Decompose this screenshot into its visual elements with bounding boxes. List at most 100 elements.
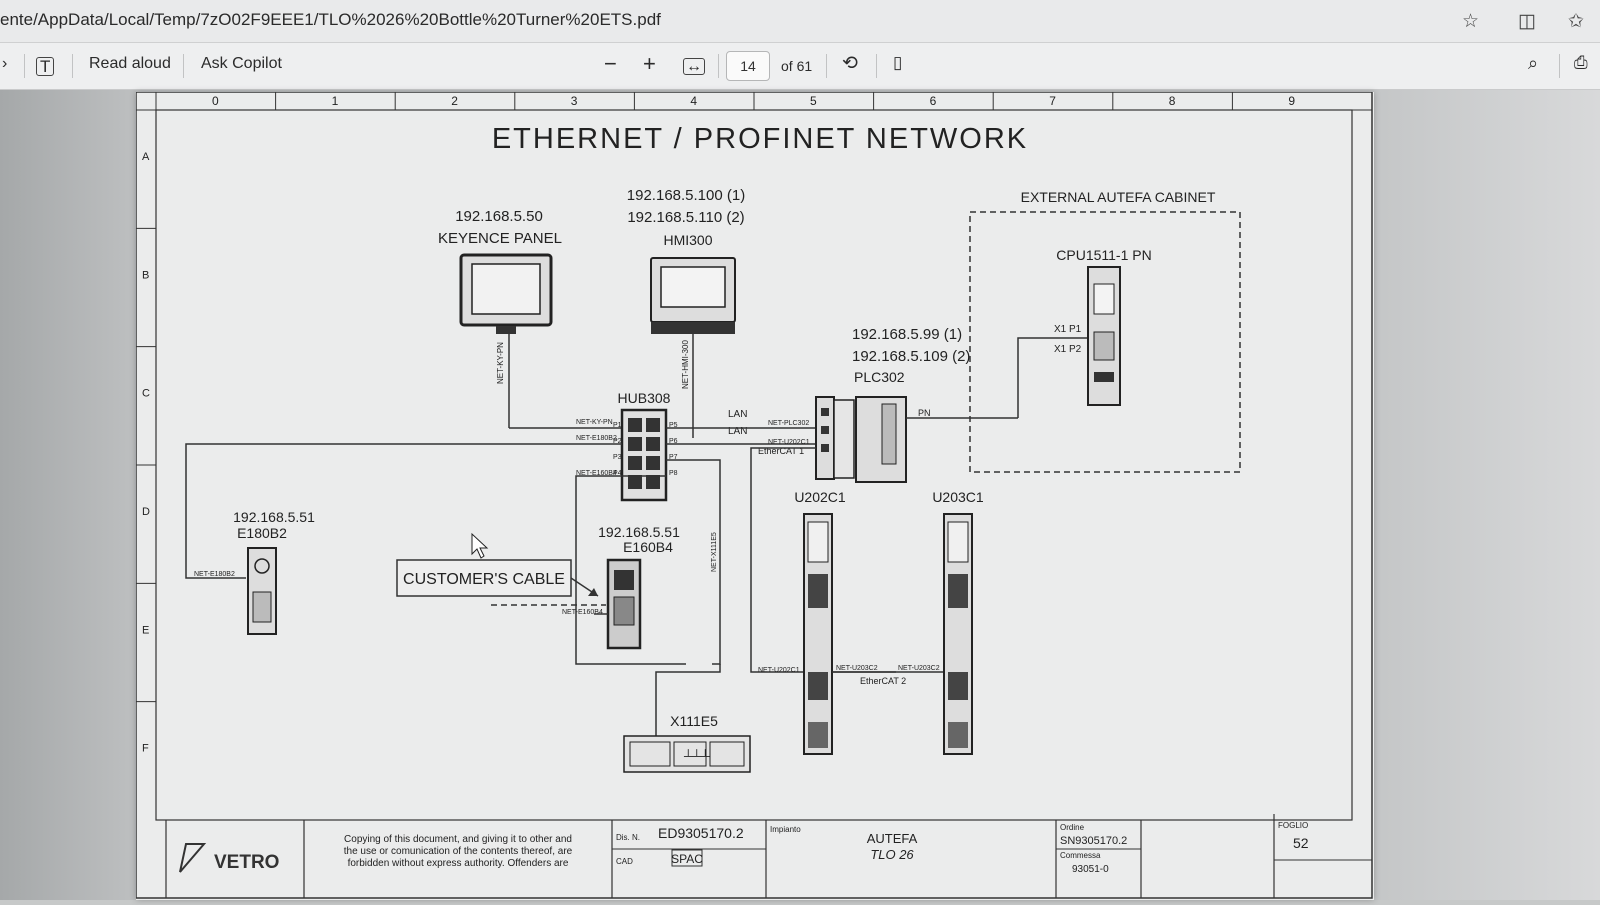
read-aloud-button[interactable]: Read aloud [89,55,171,72]
company-logo: VETRO [214,852,279,873]
impianto-value-2: TLO 26 [870,847,914,862]
print-icon[interactable]: ⎙ [1574,53,1588,72]
hub-port-label: P2 [613,438,622,445]
commessa-label: Commessa [1060,851,1101,860]
split-screen-icon[interactable]: ◫ [1518,11,1536,32]
e160-ip: 192.168.5.51 [598,524,680,540]
e160-name: E160B4 [623,539,673,555]
impianto-label: Impianto [770,825,801,834]
hub-port-label: P8 [669,470,678,477]
hub-net-1: NET-KY-PN [576,419,613,426]
cpu-module-icon [1087,266,1121,406]
divider [826,54,827,78]
page-view-icon[interactable]: ▯ [893,53,903,72]
hub-port-label: P3 [613,454,622,461]
ordine-value: SN9305170.2 [1060,835,1127,847]
keyence-panel-icon [459,253,553,334]
hmi-net: NET-HMI-300 [681,340,690,389]
u202-drive-icon [803,513,833,755]
e160-net: NET-E160B4 [562,609,603,616]
dis-value: ED9305170.2 [658,825,744,841]
customer-cable-label: CUSTOMER'S CABLE [403,571,565,588]
impianto-value-1: AUTEFA [867,831,918,846]
fit-width-icon[interactable]: ↔ [683,58,705,75]
copyright-notice-3: forbidden without express authority. Off… [348,858,569,869]
title-block [165,814,1372,898]
divider [718,54,719,78]
plc-ip-2: 192.168.5.109 (2) [852,348,970,365]
row-label: E [142,624,149,636]
u203-drive-icon [943,513,973,755]
keyence-name: KEYENCE PANEL [438,230,562,247]
u203-net-2: NET-U203C2 [898,665,940,672]
address-bar[interactable]: ente/AppData/Local/Temp/7zO02F9EEE1/TLO%… [0,0,1600,43]
keyence-ip: 192.168.5.50 [455,208,543,225]
column-label: 3 [571,94,578,108]
hub-net-2: NET-E180B2 [576,435,617,442]
cad-label: CAD [616,857,633,866]
customer-cable-callout [396,559,572,597]
cpu-port-2: X1 P2 [1054,344,1082,355]
drawing-title: ETHERNET / PROFINET NETWORK [492,123,1028,155]
hmi-ip-2: 192.168.5.110 (2) [627,209,744,226]
hub-net-3: NET-E160B4 [576,470,617,477]
hmi-name: HMI300 [663,232,712,248]
drawing-frame [155,109,1353,821]
pdf-toolbar: › T Read aloud Ask Copilot − + ↔ 14 of 6… [0,43,1600,90]
rotate-icon[interactable]: ⟲ [842,53,858,74]
plc-net-1: NET-PLC302 [768,420,809,427]
star-icon[interactable]: ☆ [1462,11,1480,32]
hub-lan-1: LAN [728,409,747,420]
page-number-input[interactable]: 14 [726,51,770,81]
column-label: 6 [930,94,937,108]
hub-port-label: P7 [669,454,678,461]
hub-port-label: P1 [613,422,622,429]
hmi-panel-icon [650,257,736,334]
plc-name: PLC302 [854,369,905,385]
row-label: B [142,269,149,281]
x111-name: X111E5 [670,713,718,729]
u203-ethercat: EtherCAT 2 [860,676,906,686]
hub-port-label: P6 [669,438,678,445]
x111-net: NET-X111E5 [711,532,718,572]
column-label: 7 [1049,94,1056,108]
copyright-notice-1: Copying of this document, and giving it … [344,834,572,845]
u202-name: U202C1 [794,489,846,505]
mouse-cursor-icon [471,532,489,559]
favorites-icon[interactable]: ✩ [1568,11,1584,32]
external-cabinet-frame [969,211,1241,473]
e180-ip: 192.168.5.51 [233,509,315,525]
column-label: 0 [212,94,219,108]
u203-net-1: NET-U203C2 [836,665,878,672]
divider [183,54,184,78]
row-label: D [142,506,150,518]
svg-text:┴┴┴: ┴┴┴ [683,749,710,763]
sheet-border [135,91,1373,899]
column-label: 4 [690,94,697,108]
url-text[interactable]: ente/AppData/Local/Temp/7zO02F9EEE1/TLO%… [0,10,661,29]
row-label: F [142,743,149,755]
divider [72,54,73,78]
cpu-name: CPU1511-1 PN [1056,247,1151,263]
hmi-ip-1: 192.168.5.100 (1) [627,187,745,204]
hub-switch-icon [620,408,668,502]
search-icon[interactable]: ⌕ [1528,53,1539,73]
plc-pn: PN [918,408,931,418]
zoom-in-icon[interactable]: + [643,51,656,76]
row-label: C [142,388,150,400]
hub-name: HUB308 [618,390,671,406]
ask-copilot-button[interactable]: Ask Copilot [201,55,282,72]
cad-value: SPAC [671,852,703,866]
x111-terminal-icon: ┴┴┴ [623,735,751,773]
plc-controller-icon [815,396,907,483]
dis-label: Dis. N. [616,833,640,842]
zoom-out-icon[interactable]: − [604,51,617,76]
hub-port-label: P5 [669,422,678,429]
contents-icon[interactable]: › [2,55,8,72]
commessa-value: 93051-0 [1072,864,1109,875]
text-icon[interactable]: T [36,57,55,76]
e180-net: NET-E180B2 [194,571,235,578]
plc-ip-1: 192.168.5.99 (1) [852,326,962,343]
